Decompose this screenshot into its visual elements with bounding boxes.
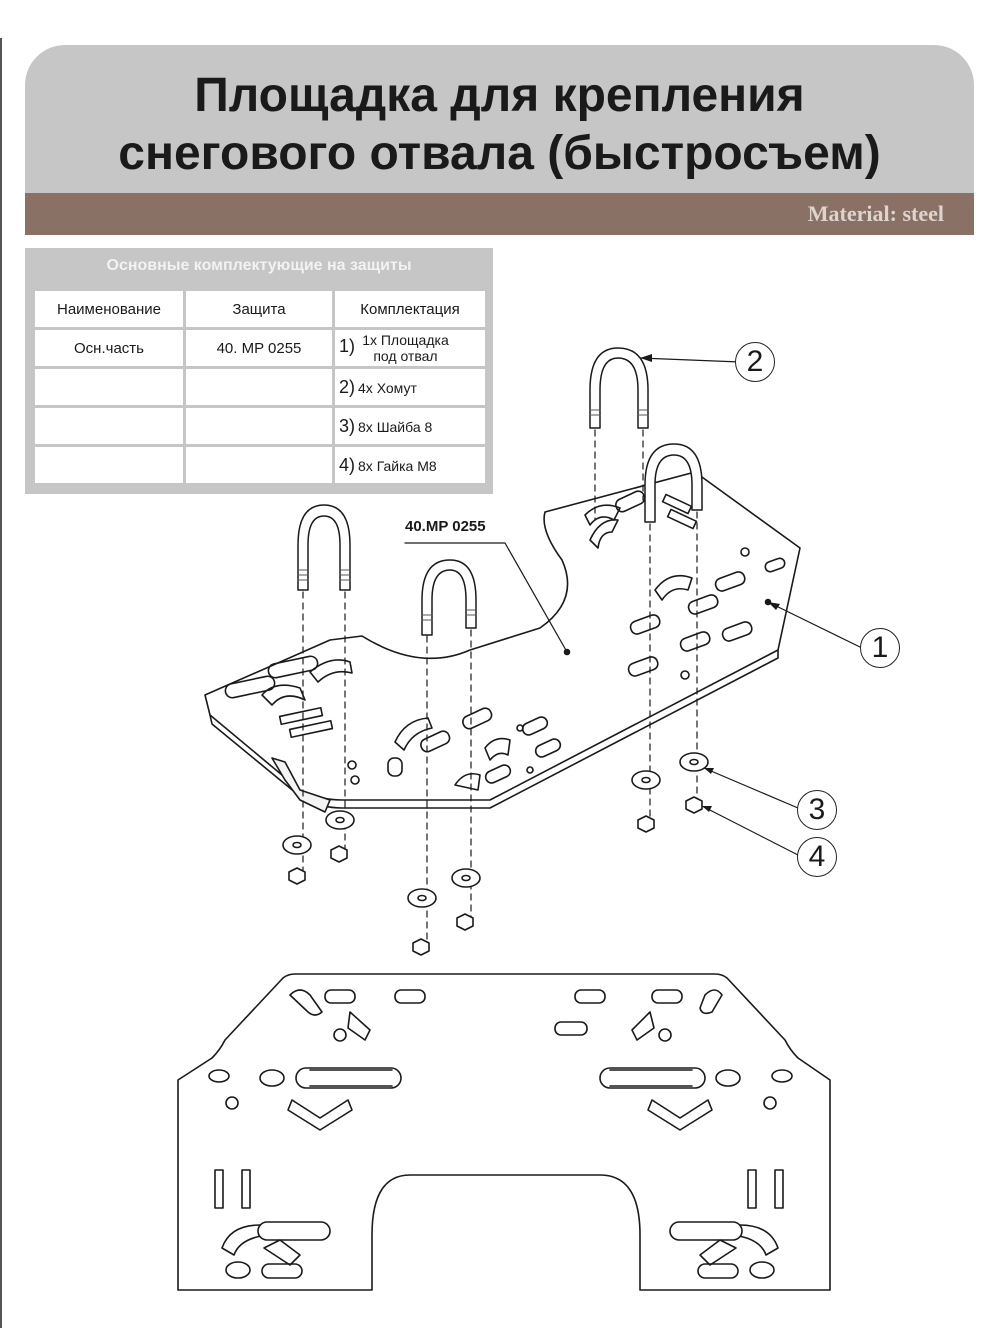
cell-kit: 3)8х Шайба 8	[335, 408, 485, 444]
table-header-row: Наименование Защита Комплектация	[35, 291, 485, 327]
kit-text: 1х Площадка под отвал	[362, 332, 449, 364]
components-table-caption: Основные комплектующие на защиты	[106, 257, 412, 274]
cell-name: Осн.часть	[35, 330, 183, 366]
plate-top-view	[177, 973, 831, 1291]
kit-number: 3)	[339, 415, 356, 436]
callout-2: 2	[735, 342, 775, 382]
callout-3: 3	[797, 790, 837, 830]
washers	[282, 752, 709, 908]
table-row: 3)8х Шайба 8	[35, 408, 485, 444]
cell-protection	[186, 447, 332, 483]
title-line-1: Площадка для крепления	[194, 69, 805, 122]
leader-lines	[404, 357, 863, 856]
u-bolts	[297, 347, 703, 636]
plate-isometric	[204, 471, 801, 813]
kit-text: 8х Гайка М8	[358, 457, 437, 474]
title-line-2: снегового отвала (быстросъем)	[118, 127, 881, 180]
kit-number: 2)	[339, 376, 356, 397]
table-row: 4)8х Гайка М8	[35, 447, 485, 483]
cell-protection	[186, 408, 332, 444]
cell-name	[35, 408, 183, 444]
callout-1: 1	[860, 628, 900, 668]
kit-text: 4х Хомут	[358, 379, 417, 396]
column-header: Наименование	[35, 291, 183, 327]
cell-name	[35, 447, 183, 483]
part-number-label: 40.MP 0255	[405, 518, 486, 535]
material-label: Material: steel	[807, 201, 944, 226]
material-bar: Material: steel	[25, 193, 974, 235]
callout-4: 4	[797, 837, 837, 877]
kit-number: 1)	[339, 335, 356, 356]
column-header: Защита	[186, 291, 332, 327]
title-banner: Площадка для крепления снегового отвала …	[25, 45, 974, 193]
table-row: 2)4х Хомут	[35, 369, 485, 405]
cell-kit: 2)4х Хомут	[335, 369, 485, 405]
cell-protection	[186, 369, 332, 405]
kit-number: 4)	[339, 454, 356, 475]
cell-kit: 1) 1х Площадка под отвал	[335, 330, 485, 366]
cell-protection: 40. MP 0255	[186, 330, 332, 366]
nuts	[288, 796, 703, 956]
cell-kit: 4)8х Гайка М8	[335, 447, 485, 483]
kit-text-line2: под отвал	[373, 348, 438, 364]
cell-name	[35, 369, 183, 405]
kit-text: 8х Шайба 8	[358, 418, 433, 435]
components-table-box: Основные комплектующие на защиты Наимено…	[25, 248, 493, 494]
page-border-line	[0, 38, 2, 1328]
page-title: Площадка для крепления снегового отвала …	[25, 67, 974, 183]
components-table: Наименование Защита Комплектация Осн.час…	[32, 288, 488, 486]
column-header: Комплектация	[335, 291, 485, 327]
kit-text-line1: 1х Площадка	[362, 332, 449, 348]
table-row: Осн.часть 40. MP 0255 1) 1х Площадка под…	[35, 330, 485, 366]
